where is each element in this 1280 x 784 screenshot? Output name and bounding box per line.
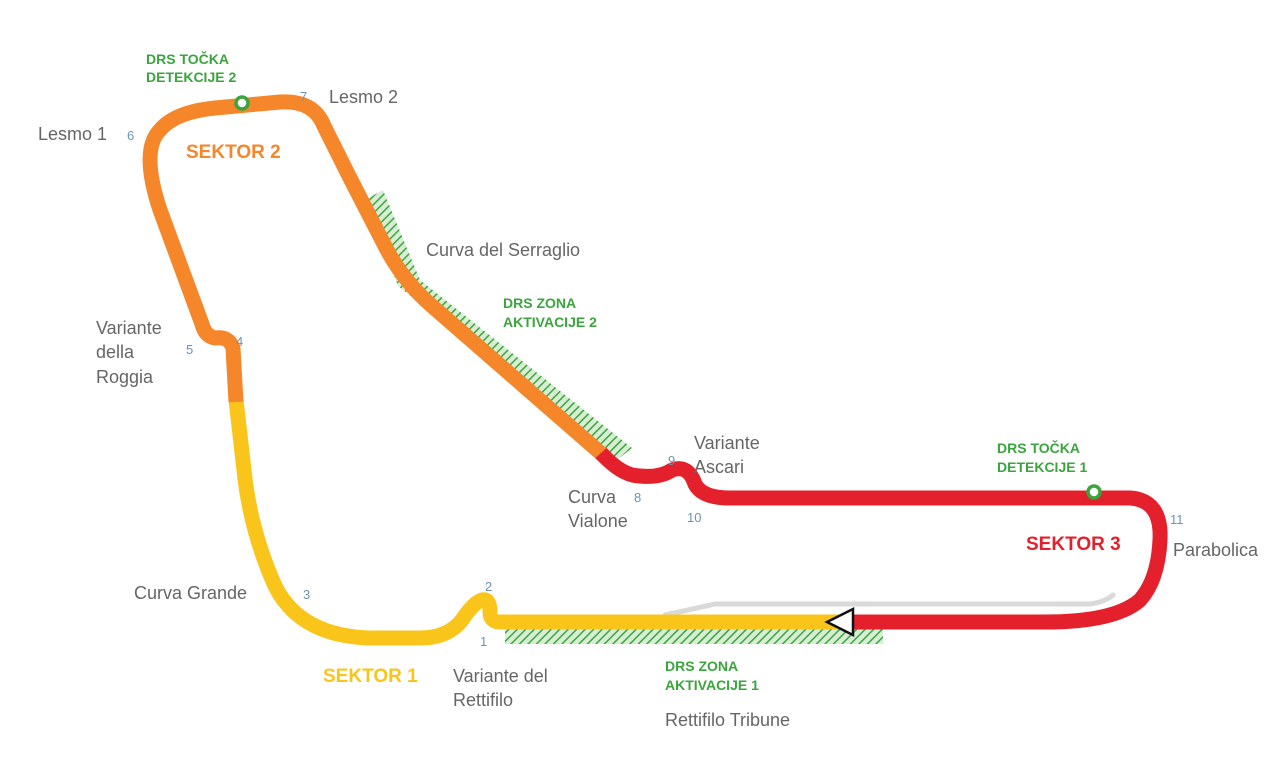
sector-2-track (142, 94, 609, 462)
corner-rettifilo-tribune: Rettifilo Tribune (665, 710, 790, 730)
drs-zone-1-label: DRS ZONA AKTIVACIJE 1 (665, 658, 759, 693)
corner-curva-grande: Curva Grande (134, 583, 247, 603)
corner-vialone: Curva Vialone (568, 487, 628, 531)
drs-detection-1-marker (1086, 484, 1102, 500)
drs-detection-2-label: DRS TOČKA DETEKCIJE 2 (146, 50, 236, 85)
turn-number-7: 7 (300, 89, 307, 104)
turn-number-6: 6 (127, 128, 134, 143)
turn-number-3: 3 (303, 587, 310, 602)
corner-ascari: Variante Ascari (694, 433, 765, 477)
corner-lesmo-2: Lesmo 2 (329, 87, 398, 107)
sector-1-track (228, 399, 845, 646)
corner-serraglio: Curva del Serraglio (426, 240, 580, 260)
turn-number-9: 9 (668, 453, 675, 468)
drs-zone-1-band (505, 627, 883, 644)
turn-number-8: 8 (634, 490, 641, 505)
turn-number-2: 2 (485, 579, 492, 594)
turn-number-1: 1 (480, 634, 487, 649)
start-arrow-icon (824, 606, 855, 638)
sector-1-label: SEKTOR 1 (323, 666, 418, 687)
drs-detection-2-marker (234, 95, 250, 111)
corner-lesmo-1: Lesmo 1 (38, 124, 107, 144)
drs-detection-1-label: DRS TOČKA DETEKCIJE 1 (997, 439, 1087, 475)
drs-zone-2-label: DRS ZONA AKTIVACIJE 2 (503, 295, 597, 330)
corner-parabolica: Parabolica (1173, 540, 1259, 560)
sector-3-track (595, 447, 1168, 630)
sector-3-label: SEKTOR 3 (1026, 534, 1121, 555)
corner-roggia: Variante della Roggia (96, 318, 167, 387)
sector-2-label: SEKTOR 2 (186, 142, 281, 163)
pit-lane (662, 592, 1116, 618)
turn-number-4: 4 (236, 334, 243, 349)
drs-zone-2-band (365, 190, 632, 460)
corner-rettifilo: Variante del Rettifilo (453, 666, 553, 710)
turn-number-10: 10 (687, 510, 701, 525)
turn-number-11: 11 (1170, 512, 1184, 527)
turn-number-5: 5 (186, 342, 193, 357)
